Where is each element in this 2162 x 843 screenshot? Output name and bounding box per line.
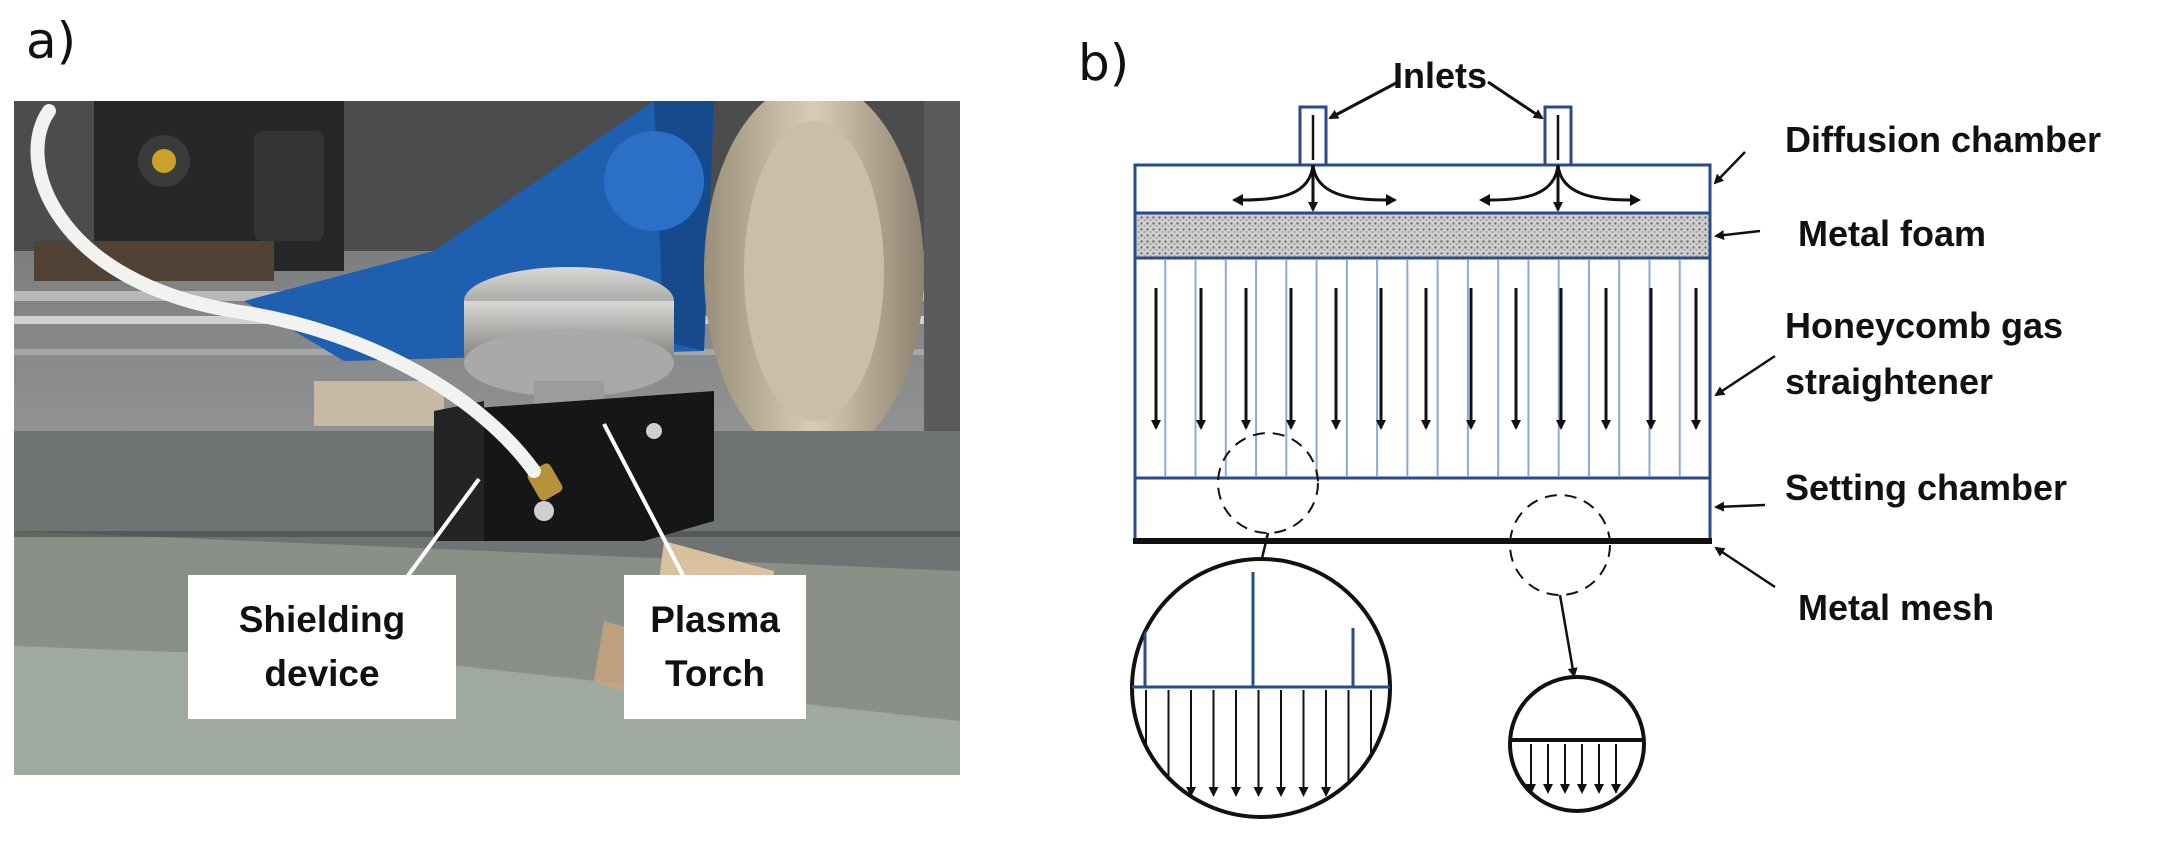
honeycomb-gas-straightener [1133, 256, 1712, 480]
shielding-device-label-line1: Shielding [238, 599, 406, 640]
detail-marker-left [1217, 432, 1319, 534]
plasma-torch-label-line2: Torch [664, 653, 766, 694]
honeycomb-label-line2: straightener [1785, 361, 1993, 402]
zoom-detail-honeycomb [1130, 557, 1392, 819]
plasma-torch-photo [14, 101, 960, 775]
setting-chamber-label: Setting chamber [1785, 467, 2067, 508]
diffusion-chamber [1133, 163, 1712, 215]
plasma-torch-callout: Plasma Torch [624, 575, 806, 719]
panel-a-label: a) [26, 12, 77, 70]
metal-foam [1133, 211, 1712, 260]
inlets-label: Inlets [1393, 55, 1487, 96]
gas-flow-schematic: Inlets Diffusion chamber Metal foam Hone… [1130, 55, 2101, 819]
metal-mesh-label: Metal mesh [1798, 587, 1994, 628]
metal-foam-label: Metal foam [1798, 213, 1986, 254]
shielding-device-callout: Shielding device [188, 575, 456, 719]
plasma-torch-label-line1: Plasma [650, 599, 780, 640]
detail-marker-right [1509, 494, 1611, 596]
diffusion-chamber-label: Diffusion chamber [1785, 119, 2101, 160]
honeycomb-label-line1: Honeycomb gas [1785, 305, 2063, 346]
zoom-detail-mesh [1508, 675, 1646, 813]
shielding-device-label-line2: device [264, 653, 380, 694]
panel-b-label: b) [1078, 34, 1130, 92]
setting-chamber [1133, 476, 1712, 542]
